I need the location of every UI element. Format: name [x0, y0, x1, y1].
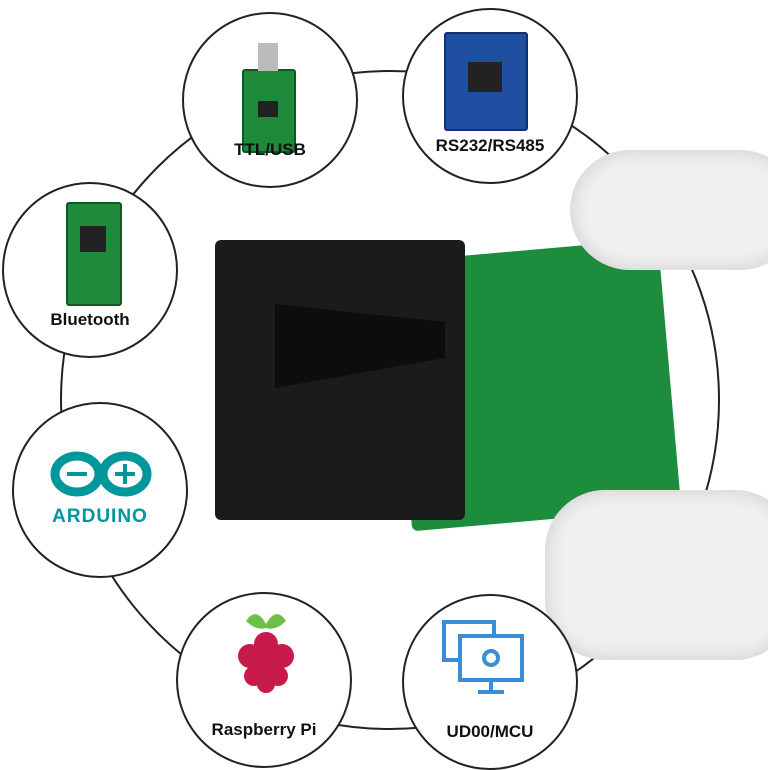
rs232-label: RS232/RS485 [435, 136, 545, 155]
bluetooth-label: Bluetooth [50, 310, 130, 329]
ttl-usb-label: TTL/USB [234, 140, 306, 159]
raspberry-pi-label: Raspberry Pi [211, 720, 317, 739]
usb-adapter-icon [242, 43, 296, 153]
bluetooth-module-icon [66, 202, 122, 306]
mcu-label: UD00/MCU [446, 722, 534, 741]
glove-bottom [545, 490, 768, 660]
raspberry-pi-node: Raspberry Pi [176, 592, 352, 768]
rs232-node: RS232/RS485 [402, 8, 578, 184]
connection-ring [60, 70, 720, 730]
arduino-logo-icon [50, 451, 152, 497]
bluetooth-node: Bluetooth [2, 182, 178, 358]
ttl-usb-node: TTL/USB [182, 12, 358, 188]
computer-icon [442, 620, 524, 694]
sensor-housing [215, 240, 465, 520]
raspberry-pi-logo-icon [238, 614, 294, 693]
arduino-label: ARDUINO [52, 506, 148, 527]
rs232-board-icon [444, 32, 528, 131]
mcu-node: UD00/MCU [402, 594, 578, 770]
glove-top [570, 150, 768, 270]
arduino-node: ARDUINO [12, 402, 188, 578]
